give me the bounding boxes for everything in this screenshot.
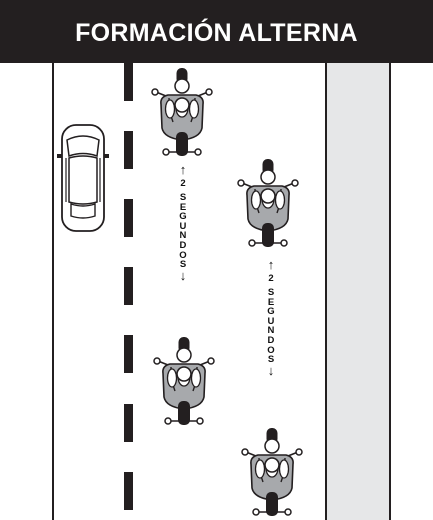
diagram-title: FORMACIÓN ALTERNA bbox=[0, 0, 433, 63]
car-icon bbox=[57, 125, 109, 231]
gap-number: 2 bbox=[268, 273, 273, 284]
up-arrow-icon: ↑ bbox=[180, 164, 187, 176]
up-arrow-icon: ↑ bbox=[268, 259, 275, 271]
motorcycle-icon bbox=[242, 428, 302, 516]
motorcycle-icon bbox=[152, 68, 212, 156]
motorcycle-icon bbox=[238, 159, 298, 247]
down-arrow-icon: ↓ bbox=[180, 270, 187, 282]
road-shoulder bbox=[326, 63, 390, 520]
gap-number: 2 bbox=[180, 178, 185, 189]
motorcycle-icon bbox=[154, 337, 214, 425]
down-arrow-icon: ↓ bbox=[268, 365, 275, 377]
center-dashed-line bbox=[124, 63, 133, 510]
